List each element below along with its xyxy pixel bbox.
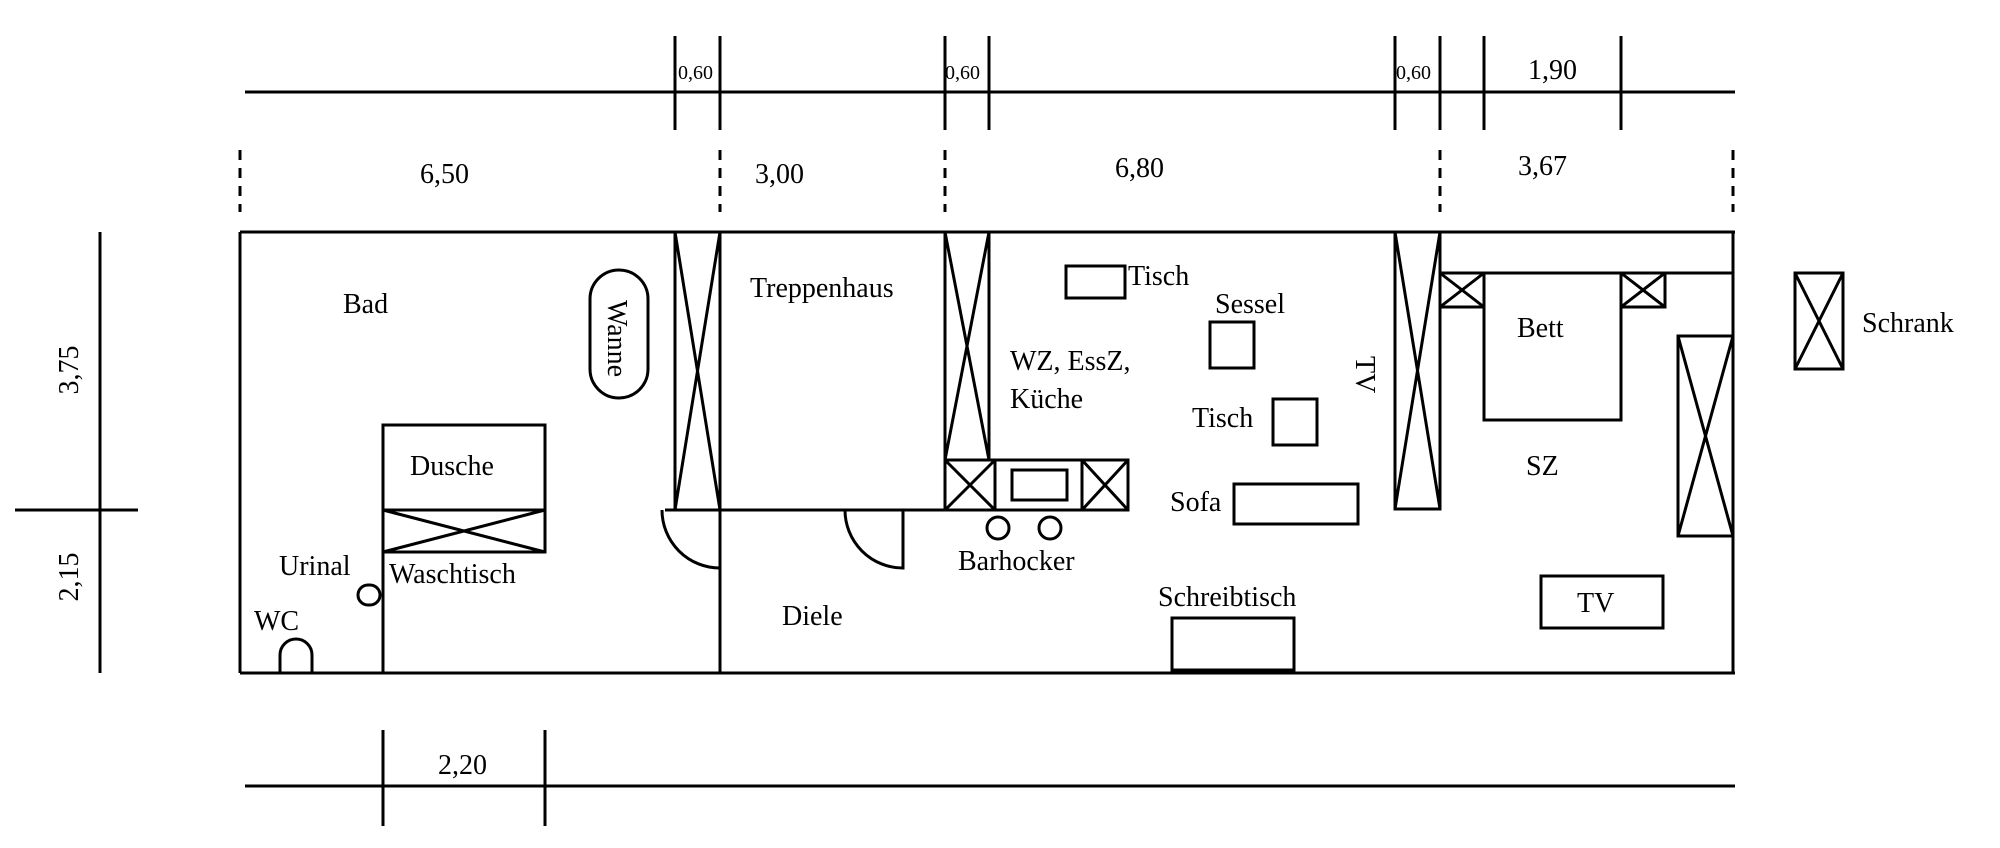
dim-top-1: 0,60: [678, 62, 713, 84]
label-tv-wall: TV: [1349, 356, 1380, 393]
label-schreibtisch: Schreibtisch: [1158, 582, 1296, 613]
armchair: [1208, 320, 1256, 370]
dim-top-2: 0,60: [945, 62, 980, 84]
room-label-sz: SZ: [1526, 451, 1559, 482]
kitchen-counter: [943, 458, 1130, 512]
dim-top-3: 0,60: [1396, 62, 1431, 84]
desk: [1170, 616, 1296, 672]
living-furniture: [985, 264, 1360, 672]
tv-stand: [1539, 574, 1665, 630]
dim-mid-4: 3,67: [1518, 151, 1567, 182]
label-tisch-1: Tisch: [1128, 261, 1189, 292]
room-label-diele: Diele: [782, 601, 843, 632]
label-sessel: Sessel: [1215, 289, 1285, 320]
left-dimension-chain: 3,75 2,15: [15, 232, 138, 673]
wc: [278, 637, 314, 673]
bar-stool: [1037, 515, 1063, 541]
label-bett: Bett: [1517, 313, 1564, 344]
room-label-kueche: Küche: [1010, 384, 1083, 415]
room-label-bad: Bad: [343, 289, 388, 320]
wardrobe: [1793, 271, 1845, 371]
dim-mid-3: 6,80: [1115, 153, 1164, 184]
dim-top-4: 1,90: [1528, 55, 1577, 86]
urinal: [356, 583, 382, 607]
room-label-wz: WZ, EssZ,: [1010, 346, 1131, 377]
dim-left-1: 3,75: [54, 346, 85, 395]
room-label-treppenhaus: Treppenhaus: [750, 273, 894, 304]
bathroom-fixtures: [278, 268, 650, 673]
label-wanne: Wanne: [601, 300, 632, 377]
table-top: [1064, 264, 1127, 300]
label-tisch-2: Tisch: [1192, 403, 1253, 434]
bed: [1482, 271, 1623, 422]
dim-mid-2: 3,00: [755, 159, 804, 190]
label-waschtisch: Waschtisch: [389, 559, 516, 590]
labels: Bad Treppenhaus WZ, EssZ, Küche SZ Diele…: [254, 261, 1954, 637]
dim-left-2: 2,15: [54, 553, 85, 602]
top-dimension-chain: 0,60 0,60 0,60 1,90: [245, 36, 1735, 130]
built-in-cabinets: [673, 230, 1735, 538]
sofa: [1232, 482, 1360, 526]
label-tv: TV: [1577, 588, 1614, 619]
dim-bottom-1: 2,20: [438, 750, 487, 781]
label-barhocker: Barhocker: [958, 546, 1075, 577]
bedroom-furniture: [1482, 271, 1845, 630]
dim-mid-1: 6,50: [420, 159, 469, 190]
label-urinal: Urinal: [279, 551, 351, 582]
bar-stool: [985, 515, 1011, 541]
side-table: [1271, 397, 1319, 447]
bathtub: [588, 268, 650, 400]
mid-dimension-chain: 6,50 3,00 6,80 3,67: [238, 150, 1735, 212]
label-wc: WC: [254, 606, 299, 637]
doors: [660, 509, 905, 570]
wash-basin: [381, 508, 547, 554]
bottom-dimension-chain: 2,20: [245, 730, 1735, 826]
label-dusche: Dusche: [410, 451, 494, 482]
label-sofa: Sofa: [1170, 487, 1222, 518]
label-schrank: Schrank: [1862, 308, 1954, 339]
